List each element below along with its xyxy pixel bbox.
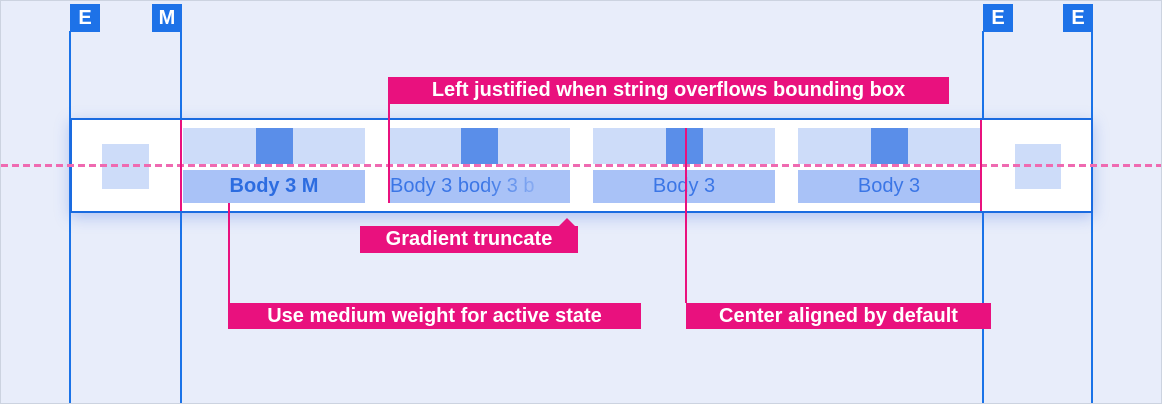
tab-indicator-square [666,128,703,164]
baseline-dashed-line [1,164,1161,167]
tab-label: Body 3 [652,175,716,197]
annotation-center-aligned: Center aligned by default [686,303,991,329]
right-justify-edge-line [980,120,982,211]
margin-marker-e-right-inner: E [983,4,1013,32]
margin-guide-line-left-edge [69,31,71,403]
tab-item-default: Body 3 [798,1,980,403]
connector-medium-weight [228,203,230,303]
annotation-arrow-up-icon [558,218,576,227]
tab-label-rect: Body 3 [798,170,980,203]
margin-guide-line-right-edge [1091,31,1093,403]
margin-guide-line-right-e [982,31,984,403]
tab-label-rect: Body 3 [593,170,775,203]
annotation-medium-weight: Use medium weight for active state [228,303,641,329]
tab-indicator-square [871,128,908,164]
tab-indicator-square [461,128,498,164]
tab-label: Body 3 [857,175,921,197]
annotation-gradient-truncate: Gradient truncate [360,226,578,253]
tab-item-default: Body 3 [593,1,775,403]
connector-left-justified [388,104,390,203]
tab-label: Body 3 body 3 b [390,175,535,197]
tab-label: Body 3 M [229,175,319,197]
annotation-left-justified: Left justified when string overflows bou… [388,77,949,104]
tab-item-overflow: Body 3 body 3 b [388,1,570,403]
connector-center-aligned [685,128,687,303]
left-justify-edge-line [180,120,182,211]
tab-label-rect: Body 3 body 3 b [388,170,570,203]
margin-marker-e-left: E [70,4,100,32]
tab-indicator-square [256,128,293,164]
tab-label-rect: Body 3 M [183,170,365,203]
margin-guide-line-left-m [180,31,182,403]
tab-item-active: Body 3 M [183,1,365,403]
margin-marker-e-right-outer: E [1063,4,1093,32]
margin-marker-m: M [152,4,182,32]
